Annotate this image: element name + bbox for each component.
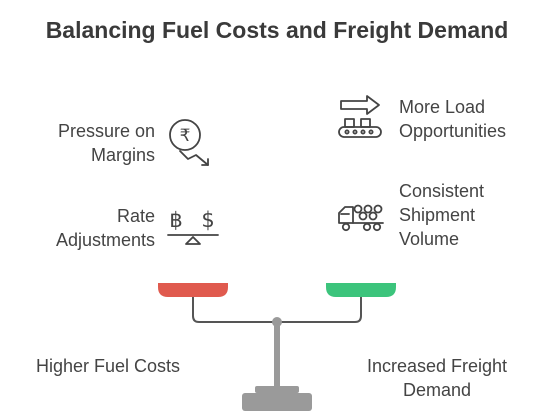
right-scale-pan [326, 283, 396, 297]
left-scale-pan [158, 283, 228, 297]
scale-base-top [255, 386, 299, 393]
higher-fuel-costs-label: Higher Fuel Costs [36, 356, 181, 376]
conveyor-arrow-icon [338, 95, 382, 138]
increased-freight-demand-label: Increased Freight Demand [366, 356, 508, 400]
svg-text:฿: ฿ [169, 208, 182, 232]
scale-post [274, 326, 280, 386]
svg-text:$: $ [201, 208, 214, 232]
pressure-on-margins-label: Pressure on Margins [57, 121, 155, 165]
rate-adjustments-label: Rate Adjustments [55, 206, 155, 250]
scale-base [242, 393, 312, 411]
truck-logs-icon [338, 204, 384, 232]
more-load-opportunities-label: More Load Opportunities [399, 97, 507, 141]
currency-balance-icon: ฿ $ [167, 208, 219, 245]
consistent-shipment-volume-label: Consistent Shipment Volume [399, 181, 485, 249]
svg-text:₹: ₹ [180, 126, 191, 146]
rupee-down-trend-icon: ₹ [169, 119, 209, 166]
scale-pivot [272, 317, 282, 327]
page-title: Balancing Fuel Costs and Freight Demand [45, 17, 509, 43]
